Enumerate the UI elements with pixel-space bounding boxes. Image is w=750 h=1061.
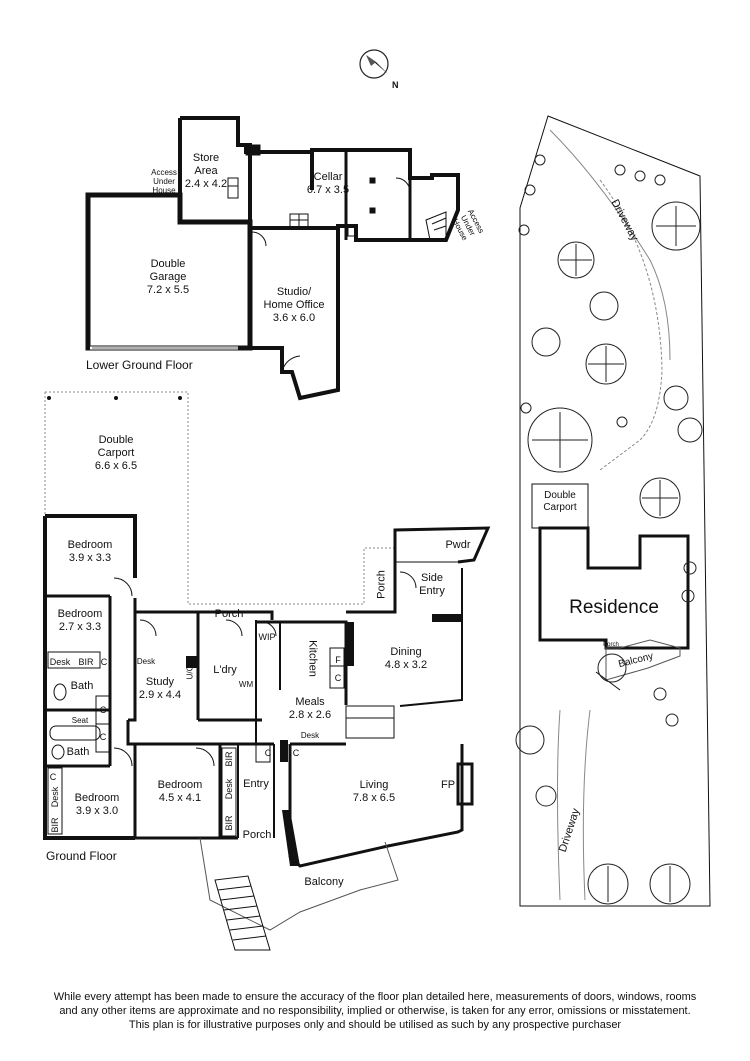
room-name: Study <box>145 676 175 688</box>
room-dimensions: 3.6 x 6.0 <box>272 312 316 324</box>
fixture-wm: WM <box>238 680 254 689</box>
room-porch-side: Porch <box>375 570 388 599</box>
fixture-desk-bed4: Desk <box>224 778 234 800</box>
room-living: Living 7.8 x 6.5 <box>353 779 395 805</box>
room-bedroom-3: Bedroom 3.9 x 3.0 <box>75 792 120 818</box>
north-compass-icon <box>359 49 389 79</box>
fixture-bir-bed4-top: BIR <box>224 751 234 767</box>
room-dimensions: 2.4 x 4.2 <box>184 178 228 190</box>
room-cellar: Cellar 6.7 x 3.5 <box>307 171 349 197</box>
room-porch-top: Porch <box>214 608 244 620</box>
room-name: Double Carport <box>97 434 135 459</box>
fixture-seat: Seat <box>71 716 89 725</box>
fixture-c-entry-2: C <box>292 748 300 758</box>
fixture-desk-meals: Desk <box>300 731 320 740</box>
disclaimer-line-1: While every attempt has been made to ens… <box>53 991 697 1003</box>
room-bath-1: Bath <box>70 680 94 692</box>
room-name: Store Area <box>192 152 220 177</box>
fixture-uc: U/C <box>185 665 195 680</box>
fixture-wip: WIP <box>258 632 276 642</box>
room-double-garage: Double Garage 7.2 x 5.5 <box>147 258 189 297</box>
room-balcony: Balcony <box>304 876 344 888</box>
fixture-bir-bed3: BIR <box>50 817 60 833</box>
room-name: Double Garage <box>149 258 187 283</box>
room-name: Studio/ Home Office <box>263 286 325 311</box>
fixture-bir-bed4-bottom: BIR <box>224 815 234 831</box>
room-name: Bedroom <box>157 779 203 791</box>
room-double-carport: Double Carport 6.6 x 6.5 <box>95 434 137 473</box>
room-study: Study 2.9 x 4.4 <box>139 676 181 702</box>
room-bedroom-4: Bedroom 4.5 x 4.1 <box>158 779 203 805</box>
room-name: Bedroom <box>74 792 120 804</box>
disclaimer-line-3: This plan is for illustrative purposes o… <box>128 1019 622 1031</box>
fixture-desk-study: Desk <box>136 657 156 666</box>
room-bath-2: Bath <box>66 746 90 758</box>
fixture-c-bath2: C <box>99 732 107 742</box>
room-meals: Meals 2.8 x 2.6 <box>289 696 331 722</box>
room-porch-entry: Porch <box>242 829 272 841</box>
room-store-area: Store Area 2.4 x 4.2 <box>185 152 227 191</box>
fixture-f-kitchen: F <box>335 655 341 665</box>
fixture-desk-bed3: Desk <box>50 786 60 808</box>
fixture-fireplace: FP <box>440 779 456 791</box>
room-side-entry: Side Entry <box>419 572 445 597</box>
ground-floor-plan <box>43 391 491 951</box>
room-dimensions: 6.7 x 3.5 <box>306 184 350 196</box>
fixture-c-bed3: C <box>49 772 57 782</box>
room-dining: Dining 4.8 x 3.2 <box>385 646 427 672</box>
room-bedroom-1: Bedroom 3.9 x 3.3 <box>68 539 113 565</box>
room-name: Meals <box>295 696 325 708</box>
room-laundry: L'dry <box>213 664 237 676</box>
disclaimer: While every attempt has been made to ens… <box>20 990 730 1032</box>
room-dimensions: 4.8 x 3.2 <box>384 659 428 671</box>
room-dimensions: 6.6 x 6.5 <box>94 460 138 472</box>
room-name: Bedroom <box>67 539 113 551</box>
room-kitchen: Kitchen <box>306 640 319 677</box>
lower-ground-floor-plan <box>85 116 460 401</box>
floor-title-lower: Lower Ground Floor <box>86 358 193 372</box>
room-name: Dining <box>390 646 422 658</box>
room-name: Living <box>359 779 389 791</box>
room-dimensions: 4.5 x 4.1 <box>158 792 202 804</box>
room-dimensions: 3.9 x 3.0 <box>75 805 119 817</box>
room-bedroom-2: Bedroom 2.7 x 3.3 <box>58 608 103 634</box>
room-dimensions: 2.7 x 3.3 <box>58 621 102 633</box>
room-dimensions: 7.8 x 6.5 <box>352 792 396 804</box>
access-under-house-left: Access Under House <box>151 168 177 195</box>
room-dimensions: 7.2 x 5.5 <box>146 284 190 296</box>
fixture-bir-bed2: BIR <box>78 657 94 667</box>
fixture-c-kitchen: C <box>334 673 342 683</box>
site-double-carport: Double Carport <box>543 490 577 513</box>
room-dimensions: 3.9 x 3.3 <box>68 552 112 564</box>
room-dimensions: 2.9 x 4.4 <box>138 689 182 701</box>
room-studio: Studio/ Home Office 3.6 x 6.0 <box>264 286 325 325</box>
fixture-c-bath1: C <box>99 705 107 715</box>
disclaimer-line-2: and any other items are approximate and … <box>59 1005 691 1017</box>
room-powder: Pwdr <box>445 539 471 551</box>
room-dimensions: 2.8 x 2.6 <box>288 709 332 721</box>
room-entry: Entry <box>243 778 269 790</box>
fixture-c-bed2: C <box>100 657 108 667</box>
fixture-c-entry-1: C <box>264 748 272 758</box>
site-residence-label: Residence <box>569 597 659 618</box>
room-name: Cellar <box>313 171 343 183</box>
site-plan <box>515 115 711 907</box>
north-label: N <box>392 80 399 90</box>
site-porch: Porch <box>603 642 619 648</box>
floor-title-ground: Ground Floor <box>46 849 117 863</box>
room-name: Bedroom <box>57 608 103 620</box>
fixture-desk-bed2: Desk <box>49 657 71 667</box>
